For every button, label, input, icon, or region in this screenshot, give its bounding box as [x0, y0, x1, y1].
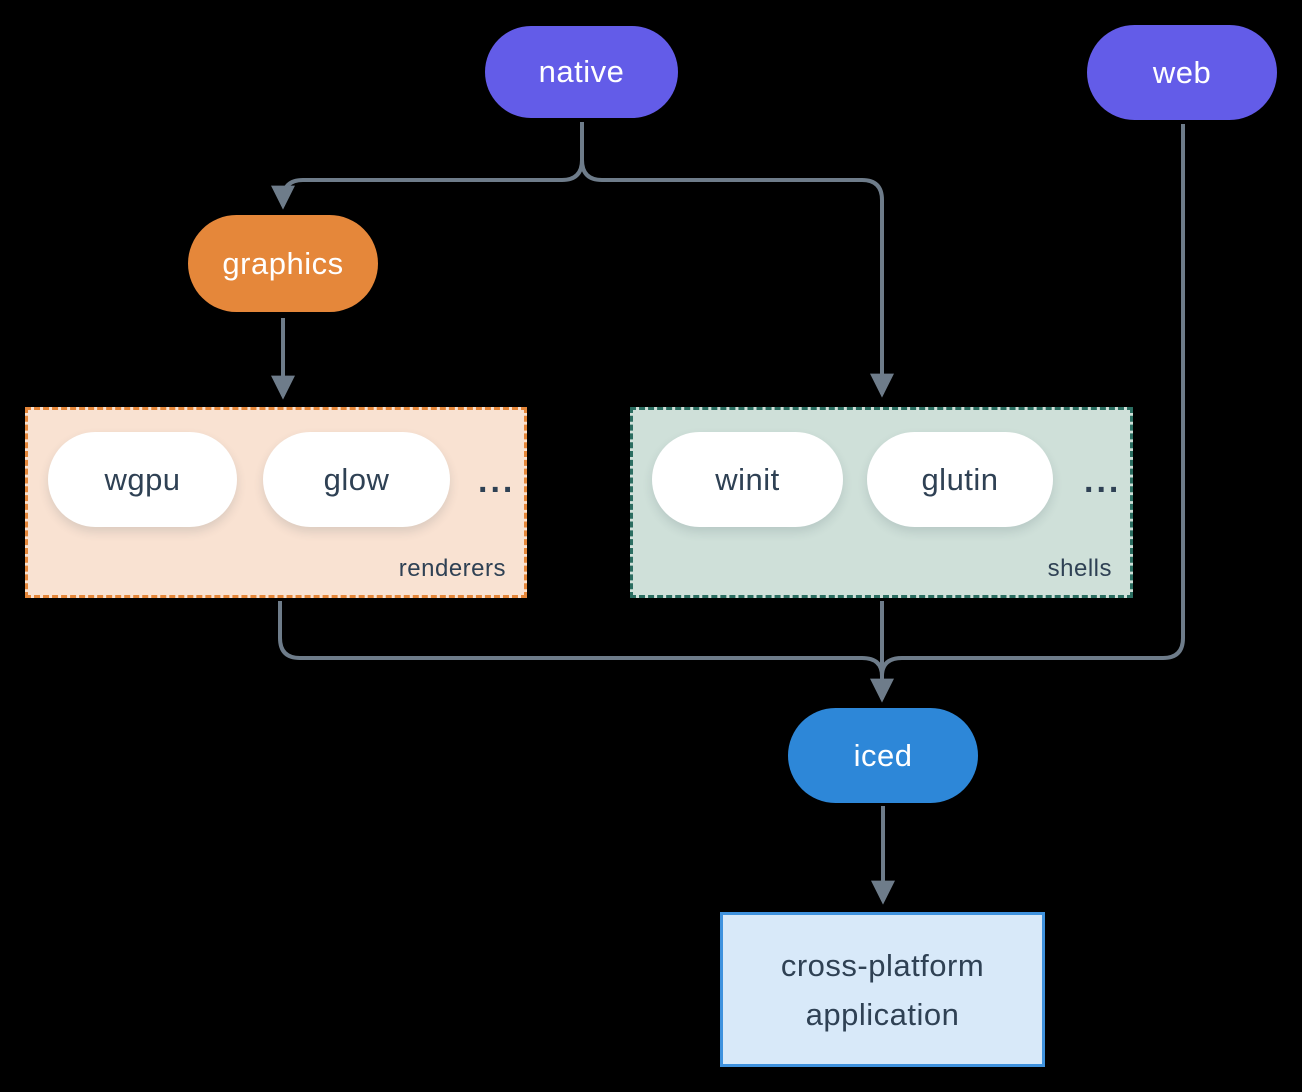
node-wgpu-label: wgpu	[104, 461, 181, 497]
edge-native-to-graphics	[271, 122, 584, 210]
node-glutin: glutin	[867, 432, 1053, 527]
node-iced-label: iced	[853, 737, 913, 773]
node-web-label: web	[1152, 54, 1212, 90]
node-glow-label: glow	[323, 461, 390, 497]
application-label-line2: application	[805, 996, 960, 1032]
node-cross-platform-application: cross-platform application	[720, 912, 1045, 1067]
node-graphics-label: graphics	[222, 245, 344, 281]
renderers-ellipsis: ...	[478, 462, 516, 500]
node-web: web	[1087, 25, 1277, 120]
application-label-line1: cross-platform	[780, 947, 985, 983]
node-glutin-label: glutin	[921, 461, 999, 497]
node-native-label: native	[538, 54, 625, 89]
shells-group-label: shells	[1047, 555, 1112, 582]
edge-renderers-to-merge	[278, 601, 884, 677]
edge-native-to-shells	[580, 122, 894, 398]
shells-ellipsis: ...	[1084, 462, 1122, 500]
node-iced: iced	[788, 708, 978, 803]
node-graphics: graphics	[188, 215, 378, 312]
node-native: native	[485, 26, 678, 118]
renderers-group-label: renderers	[398, 555, 506, 582]
node-wgpu: wgpu	[48, 432, 237, 527]
node-winit: winit	[652, 432, 843, 527]
node-winit-label: winit	[715, 461, 780, 497]
node-glow: glow	[263, 432, 450, 527]
